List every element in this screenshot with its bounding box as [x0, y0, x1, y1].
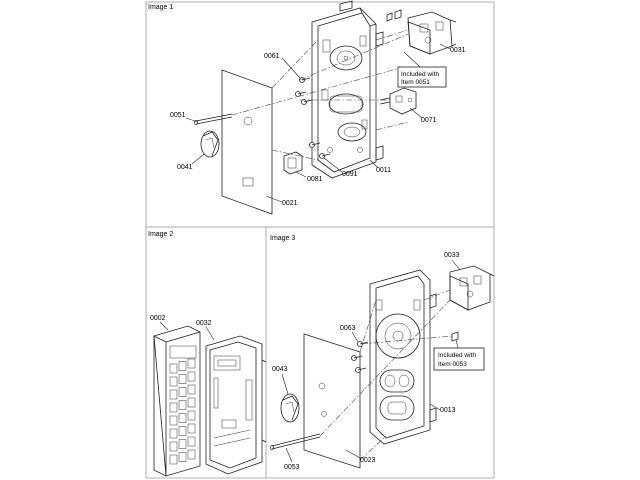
callout-0041: 0041: [177, 164, 193, 171]
callout-0091: 0091: [342, 171, 358, 178]
keypad-button: [169, 402, 178, 413]
keypad-button: [178, 426, 187, 436]
keypad-button: [187, 410, 196, 421]
callout-0061: 0061: [264, 53, 280, 60]
callout-0071: 0071: [421, 117, 437, 124]
bracket-0081: [283, 151, 303, 175]
bracket-0011: [311, 0, 384, 179]
callout-0032: 0032: [196, 320, 212, 327]
panel-label-image1: Image 1: [148, 4, 173, 11]
callout-0011: 0011: [376, 167, 391, 174]
keypad-button: [169, 376, 178, 387]
note-image1-line2: Item 0051: [401, 79, 430, 86]
image2-drawing: 0002 0032: [150, 315, 267, 477]
switch-0031: [386, 9, 457, 55]
panel-frames: [145, 1, 495, 479]
knob-0041: [200, 130, 220, 158]
keypad-button: [169, 363, 178, 374]
callout-0013: 0013: [440, 407, 456, 414]
keypad-button: [169, 415, 178, 426]
knob-0043: [280, 393, 300, 423]
bracket-0013: [369, 269, 437, 445]
control-board-0032: [205, 335, 267, 475]
note-image1-line1: Included with: [401, 71, 439, 78]
keypad-button: [187, 371, 196, 382]
switch-0033: [449, 265, 495, 342]
keypad-button: [178, 413, 187, 423]
keypad-button: [178, 400, 187, 410]
keypad-button: [178, 439, 187, 449]
callout-0021: 0021: [282, 200, 298, 207]
panel-0023: [303, 333, 361, 469]
callout-0063: 0063: [340, 325, 356, 332]
screws-0063: [351, 341, 369, 373]
panel-0021: [221, 69, 273, 215]
callout-0002: 0002: [150, 315, 166, 322]
callout-0053: 0053: [284, 464, 300, 471]
keypad-button: [178, 387, 187, 397]
screws-0061: [295, 77, 313, 105]
shaft-0053: [270, 433, 321, 450]
callout-0043: 0043: [272, 366, 288, 373]
keypad-button: [187, 449, 196, 460]
keypad-button: [187, 358, 196, 369]
keypad-button: [169, 454, 178, 465]
keypad-button: [187, 436, 196, 447]
callout-0031: 0031: [450, 47, 466, 54]
keypad-buttons: [169, 358, 196, 465]
callout-0081: 0081: [307, 176, 323, 183]
image1-drawing: Included with Item 0051 0061 0031 0051 0…: [170, 0, 466, 215]
keypad-button: [187, 397, 196, 408]
callout-0051: 0051: [170, 112, 186, 119]
note-image3-line1: Included with: [438, 352, 476, 359]
keypad-button: [178, 361, 187, 371]
note-box-image1: Included with Item 0051: [397, 51, 447, 88]
keypad-button: [178, 452, 187, 462]
note-image3-line2: Item 0053: [438, 361, 467, 368]
keypad-button: [169, 441, 178, 452]
keypad-button: [169, 389, 178, 400]
callout-0033: 0033: [444, 252, 460, 259]
panel-label-image2: Image 2: [148, 231, 173, 238]
note-box-image3: Included with Item 0053: [433, 339, 485, 371]
keypad-button: [178, 374, 187, 384]
shaft-0051: [194, 113, 233, 125]
keypad-0002: [153, 325, 201, 477]
keypad-button: [187, 423, 196, 434]
switch-0071: [379, 87, 417, 115]
keypad-button: [169, 428, 178, 439]
screws-0091: [309, 142, 331, 159]
image3-drawing: Included with Item 0053 0033 0063 0043 0…: [270, 252, 495, 471]
callout-0023: 0023: [360, 457, 376, 464]
keypad-button: [187, 384, 196, 395]
panel-label-image3: Image 3: [270, 235, 295, 242]
